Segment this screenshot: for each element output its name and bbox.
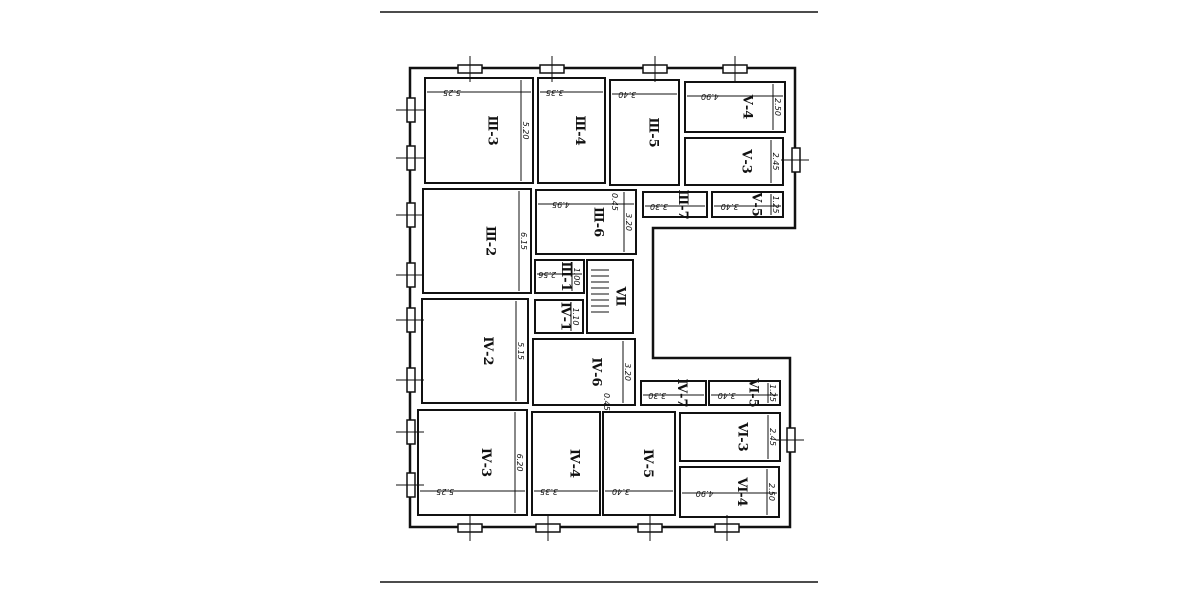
depth-dimension: 5.15 (516, 342, 525, 360)
room: Ⅲ-6 4.95 3.20 (535, 189, 637, 255)
width-dimension: 3.35 (546, 88, 564, 97)
room-label: Ⅲ-1 (558, 261, 573, 291)
room-label: Ⅲ-5 (645, 117, 660, 147)
room-label: Ⅳ-4 (567, 449, 582, 478)
room: Ⅲ-3 5.25 5.20 (424, 77, 534, 184)
room-outline (586, 259, 634, 334)
room: Ⅵ-4 4.90 2.50 (679, 466, 780, 518)
room: Ⅳ-6 3.20 (532, 338, 636, 406)
room-label: Ⅳ-1 (557, 302, 572, 331)
room-label: Ⅴ-5 (749, 191, 764, 217)
room-label: Ⅵ-5 (746, 377, 761, 407)
room-outline (424, 77, 534, 184)
depth-dimension: 5.20 (521, 122, 530, 140)
room: Ⅳ-4 3.35 (531, 411, 601, 516)
room: Ⅴ-5 3.40 1.25 (711, 191, 784, 218)
width-dimension: 3.35 (540, 487, 558, 496)
depth-dimension: 3.20 (623, 363, 632, 381)
note-dim-top: 0.45 (610, 193, 619, 211)
room: Ⅳ-2 5.15 (421, 298, 529, 404)
room-label: Ⅴ-4 (740, 94, 755, 120)
room: Ⅳ-11.10 (534, 299, 584, 334)
room-label: Ⅲ-6 (591, 207, 606, 237)
room-label: Ⅳ-5 (640, 449, 655, 478)
width-dimension: 3.40 (721, 202, 739, 211)
depth-dimension: 1.25 (768, 384, 777, 402)
width-dimension: 3.40 (718, 391, 736, 400)
width-dimension: 5.25 (436, 487, 454, 496)
room-label: Ⅲ-2 (482, 226, 497, 256)
room: Ⅲ-7 3.30 (642, 189, 708, 220)
room-label: Ⅲ-4 (572, 115, 587, 145)
room-label: Ⅴ-3 (738, 148, 753, 174)
room-outline (534, 259, 585, 294)
room-outline (679, 466, 780, 518)
room: Ⅴ-3 2.45 (684, 137, 784, 186)
depth-dimension: 1.00 (572, 268, 581, 286)
room-outline (642, 191, 708, 218)
room-outline (684, 137, 784, 186)
width-dimension: 4.95 (552, 200, 570, 209)
room-label: Ⅵ-3 (735, 421, 750, 451)
width-dimension: 2.56 (538, 270, 556, 279)
depth-dimension: 3.20 (624, 213, 633, 231)
room-outline (531, 411, 601, 516)
room: Ⅶ (586, 259, 634, 334)
room: Ⅳ-7 3.30 (640, 378, 707, 408)
room-outline (422, 188, 532, 294)
room-outline (417, 409, 528, 516)
depth-dimension: 2.50 (773, 98, 782, 116)
room-label: Ⅵ-4 (734, 476, 749, 506)
depth-dimension: 2.45 (771, 153, 780, 171)
room-label: Ⅲ-7 (675, 189, 690, 219)
room-outline (602, 411, 676, 516)
room-label: Ⅳ-2 (480, 336, 495, 365)
room: Ⅲ-2 6.15 (422, 188, 532, 294)
room-outline (534, 299, 584, 334)
depth-dimension: 1.25 (771, 196, 780, 214)
depth-dimension: 6.15 (519, 232, 528, 250)
depth-dimension: 2.45 (768, 428, 777, 446)
room-outline (535, 189, 637, 255)
room-outline (537, 77, 606, 184)
room-outline (640, 380, 707, 406)
depth-dimension: 2.50 (767, 483, 776, 501)
room-outline (609, 79, 680, 186)
width-dimension: 4.90 (701, 92, 719, 101)
room: Ⅲ-5 3.40 (609, 79, 680, 186)
room-label: Ⅳ-7 (674, 378, 689, 407)
room-label: Ⅶ (613, 286, 628, 307)
room-outline (684, 81, 786, 133)
room: Ⅵ-3 2.45 (679, 412, 781, 462)
width-dimension: 3.30 (648, 391, 666, 400)
depth-dimension: 6.20 (515, 454, 524, 472)
width-dimension: 3.40 (612, 487, 630, 496)
note-dim-bottom: 0.45 (602, 393, 611, 411)
room-outline (532, 338, 636, 406)
width-dimension: 3.30 (650, 202, 668, 211)
room: Ⅲ-12.56 1.00 (534, 259, 585, 294)
room: Ⅲ-4 3.35 (537, 77, 606, 184)
width-dimension: 5.25 (443, 88, 461, 97)
width-dimension: 3.40 (618, 90, 636, 99)
width-dimension: 4.90 (696, 489, 714, 498)
room: Ⅳ-3 5.25 6.20 (417, 409, 528, 516)
depth-dimension: 1.10 (571, 308, 580, 326)
room-outline (421, 298, 529, 404)
room-label: Ⅳ-3 (478, 448, 493, 477)
room: Ⅴ-4 4.90 2.50 (684, 81, 786, 133)
room-label: Ⅲ-3 (484, 115, 499, 145)
room-label: Ⅳ-6 (589, 357, 604, 386)
room: Ⅳ-5 3.40 (602, 411, 676, 516)
room: Ⅵ-5 3.40 1.25 (708, 377, 781, 408)
room-outline (679, 412, 781, 462)
